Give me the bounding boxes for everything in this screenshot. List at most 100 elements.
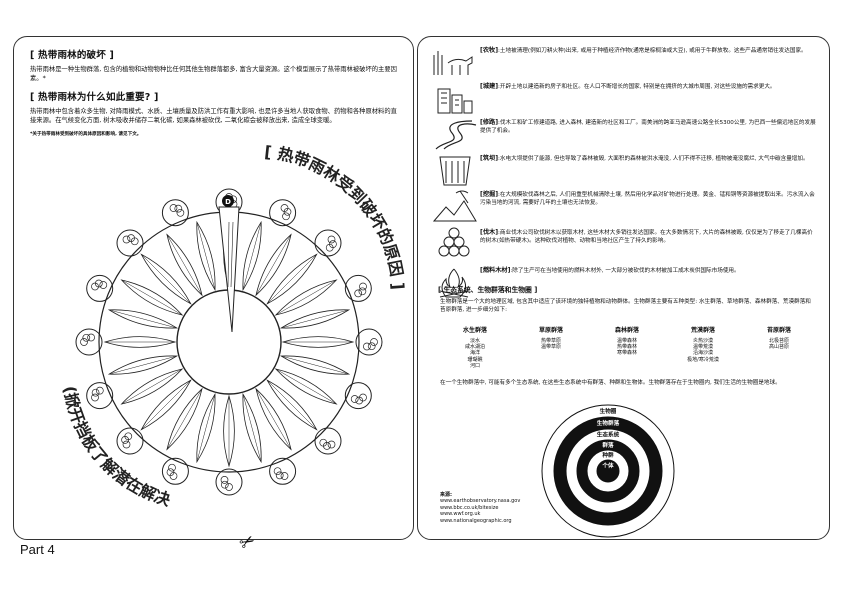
leaf-cluster <box>215 468 243 496</box>
sources-block: 来源: www.earthobservatory.nasa.gov www.bb… <box>440 492 520 524</box>
biome-header: 荒漠群落 <box>690 327 715 334</box>
cause-title: [修路] <box>480 119 499 126</box>
biosphere-ring <box>596 459 620 483</box>
cause-text: :开辟土地以建造新的房子和社区。在人口不断增长的国家, 特别是在拥挤的大城市周围… <box>498 84 776 90</box>
leaf-cluster <box>344 274 372 302</box>
fuelwood-icon <box>439 268 469 298</box>
biome-item: 北极苔原 <box>768 338 789 344</box>
spinner-pointer[interactable]: D <box>218 195 240 333</box>
ecosystem-title: [ 生态系统、生物群落和生物圈 ] <box>438 286 538 294</box>
cause-title: [燃料木材] <box>480 267 511 274</box>
biome-item: 海洋 <box>469 350 480 357</box>
biome-header: 森林群落 <box>614 327 639 334</box>
leaf-cluster <box>269 457 297 485</box>
biosphere-label: 群落 <box>602 441 614 449</box>
biosphere-label: 生态系统 <box>597 431 620 439</box>
road-icon <box>435 120 477 150</box>
biome-item: 河口 <box>469 362 480 369</box>
leaf-cluster <box>86 382 114 410</box>
leaf-cluster <box>116 229 144 257</box>
rainforest-wheel[interactable]: D [ 热带雨林受到破坏的原因 ] (掀开挡板了解潜在解决方案) <box>14 37 413 539</box>
cause-title: [筑坝] <box>480 155 499 162</box>
biome-item: 热带草原 <box>540 338 561 344</box>
cause-text: :除了生产可在当地使用的燃料木材外, 一大部分被砍伐的木材被加工成木炭供国际市场… <box>510 268 740 274</box>
wheel-bottom-label: (掀开挡板了解潜在解决方案) <box>14 37 174 510</box>
leaf-cluster <box>355 328 383 356</box>
cause-fuelwood: [燃料木材]:除了生产可在当地使用的燃料木材外, 一大部分被砍伐的木材被加工成木… <box>424 265 824 301</box>
biome-column: 草原群落热带草原温带草原 <box>516 325 586 350</box>
dam-icon <box>439 156 471 186</box>
leaf-cluster <box>269 199 297 227</box>
logging-icon <box>438 227 470 257</box>
importance-title: [ 热带雨林为什么如此重要? ] <box>30 92 159 103</box>
cause-logging: [伐木]:商业伐木公司砍伐树木以获取木材, 这些木材大多销往发达国家。在大多数情… <box>424 227 824 263</box>
pointer-letter: D <box>225 198 231 206</box>
biome-header: 水生群落 <box>462 327 487 334</box>
leaf-cluster <box>344 382 372 410</box>
left-page: [ 热带雨林的破坏 ] 热带雨林是一种生物群落, 包含的植物和动物物种比任何其他… <box>13 36 414 540</box>
farming-icon <box>433 51 473 75</box>
intro-section: [ 热带雨林的破坏 ] 热带雨林是一种生物群落, 包含的植物和动物物种比任何其他… <box>30 47 400 137</box>
biosphere-label: 个体 <box>601 462 614 470</box>
biome-item: 温带荒漠 <box>692 344 713 351</box>
biosphere-label: 生物群落 <box>597 419 620 427</box>
leaf-cluster <box>161 457 189 485</box>
biosphere-label: 种群 <box>601 451 614 459</box>
cause-text: :在大规模砍伐森林之后, 人们用重型机械清除土壤, 然后用化学品对矿物进行处理。… <box>480 192 815 206</box>
cause-farming: [农牧]:土地被清理(例如刀耕火种)出来, 或用于种植经济作物(通常是棕榈油或大… <box>424 45 824 81</box>
biome-column: 苔原群落北极苔原高山苔原 <box>744 325 814 350</box>
biome-header: 草原群落 <box>538 327 563 334</box>
pointer-cap <box>222 195 234 207</box>
biome-column: 荒漠群落炎热沙漠温带荒漠沿海沙漠极地/寒冷荒漠 <box>668 325 738 363</box>
source-link[interactable]: www.earthobservatory.nasa.gov <box>440 498 521 505</box>
cause-city-building: [城建]:开辟土地以建造新的房子和社区。在人口不断增长的国家, 特别是在拥挤的大… <box>424 81 824 117</box>
cause-title: [伐木] <box>480 229 499 236</box>
cause-text: :商业伐木公司砍伐树木以获取木材, 这些木材大多销往发达国家。在大多数情况下, … <box>480 230 813 244</box>
cause-title: [农牧] <box>480 47 499 54</box>
sources-title: 来源: <box>440 492 452 498</box>
biome-item: 极地/寒冷荒漠 <box>687 356 719 363</box>
cause-text: :水电大坝提供了能源, 但也导致了森林被毁, 大面积的森林被洪水淹没, 人们不得… <box>498 156 809 162</box>
leaf-cluster <box>314 427 342 455</box>
leaf-cluster <box>314 229 342 257</box>
source-link[interactable]: www.nationalgeographic.org <box>440 517 512 524</box>
biome-item: 沿海沙漠 <box>692 350 713 357</box>
leaf-cluster <box>75 328 103 356</box>
source-link[interactable]: www.wwf.org.uk <box>440 511 481 518</box>
right-page: [农牧]:土地被清理(例如刀耕火种)出来, 或用于种植经济作物(通常是棕榈油或大… <box>417 36 830 540</box>
biome-column: 水生群落淡水咸水湖泊海洋珊瑚礁河口 <box>440 325 510 369</box>
biome-table: 水生群落淡水咸水湖泊海洋珊瑚礁河口草原群落热带草原温带草原森林群落温带森林热带森… <box>440 325 820 385</box>
cause-text: :土地被清理(例如刀耕火种)出来, 或用于种植经济作物(通常是棕榈油或大豆), … <box>498 48 807 54</box>
leaf-spokes <box>103 216 355 468</box>
ecosystem-closing: 在一个生物群落中, 可能有多个生态系统, 在这些生态系统中有群落、种群和生物体。… <box>440 380 781 386</box>
biome-item: 温带森林 <box>616 338 637 344</box>
cause-text: :伐木工和矿工修建道路, 进入森林, 建造新的社区和工厂。南美洲的跨亚马逊高速公… <box>480 120 816 134</box>
ecosystem-body: 生物群落是一个大的地理区域, 包含其中适应了该环境的独特植物和动物群体。生物群落… <box>440 299 811 313</box>
destruction-title: [ 热带雨林的破坏 ] <box>30 50 114 61</box>
cause-title: [挖掘] <box>480 191 499 198</box>
destruction-body: 热带雨林是一种生物群落, 包含的植物和动物物种比任何其他生物群落都多, 富含大量… <box>30 66 397 82</box>
biome-item: 高山苔原 <box>768 344 789 351</box>
biosphere-label: 生物圈 <box>600 407 617 415</box>
biome-item: 寒带森林 <box>616 350 637 357</box>
biome-item: 热带森林 <box>616 344 637 351</box>
cause-mining: [挖掘]:在大规模砍伐森林之后, 人们用重型机械清除土壤, 然后用化学品对矿物进… <box>424 189 824 225</box>
biome-item: 淡水 <box>469 338 480 344</box>
source-link[interactable]: www.bbc.co.uk/bitesize <box>440 504 499 511</box>
part-label: Part 4 <box>20 542 55 557</box>
biome-item: 珊瑚礁 <box>467 356 483 363</box>
mining-icon <box>432 190 477 222</box>
cause-title: [城建] <box>480 83 499 90</box>
importance-body: 热带雨林中包含着众多生物, 对降雨模式、水质、土壤质量及防洪工作有重大影响, 也… <box>30 108 397 124</box>
cause-dam: [筑坝]:水电大坝提供了能源, 但也导致了森林被毁, 大面积的森林被洪水淹没, … <box>424 153 824 189</box>
leaf-cluster <box>116 427 144 455</box>
cause-road: [修路]:伐木工和矿工修建道路, 进入森林, 建造新的社区和工厂。南美洲的跨亚马… <box>424 117 824 153</box>
leaf-cluster <box>86 274 114 302</box>
biome-item: 炎热沙漠 <box>692 338 713 344</box>
biome-column: 森林群落温带森林热带森林寒带森林 <box>592 325 662 357</box>
biome-item: 咸水湖泊 <box>464 344 485 351</box>
leaf-cluster <box>161 199 189 227</box>
biome-item: 温带草原 <box>540 344 561 351</box>
biome-header: 苔原群落 <box>766 327 791 334</box>
